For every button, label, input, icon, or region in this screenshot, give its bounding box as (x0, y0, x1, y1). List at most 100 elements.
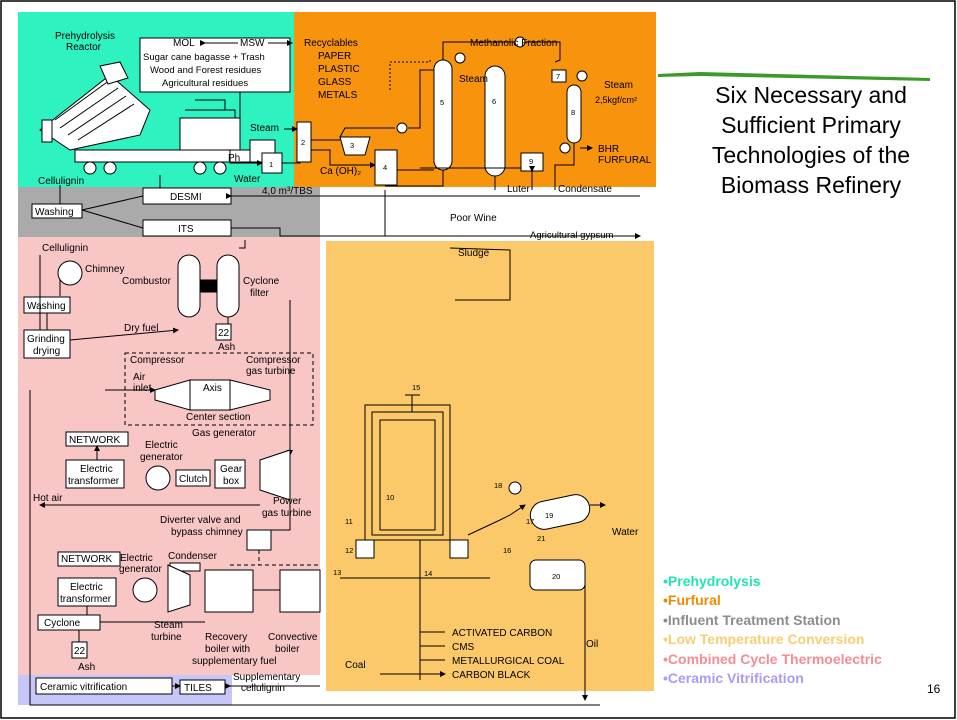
unit-number-10: 10 (386, 493, 394, 502)
diverter-box (247, 530, 271, 550)
label-diverter2: bypass chimney (171, 527, 243, 538)
label-steam-right: Steam (604, 80, 633, 91)
label-steam-top: Steam (459, 74, 488, 85)
label-coal: Coal (345, 660, 366, 671)
label-cyclone: Cyclone (44, 618, 81, 629)
label-grinding2: drying (33, 346, 60, 357)
label-cyclone-filter1: Cyclone (243, 276, 280, 287)
label-desmi: DESMI (170, 192, 202, 203)
label-elec-gen1a: Electric (145, 440, 178, 451)
label-washing2: Washing (27, 301, 66, 312)
label-flow: 4,0 m³/TBS (262, 186, 313, 197)
recovery-boiler (205, 570, 253, 612)
label-gypsum: Agricultural gypsum (530, 230, 614, 241)
title-line-2: Sufficient Primary (668, 110, 954, 140)
label-ph: Ph (228, 153, 240, 164)
label-network1: NETWORK (69, 435, 120, 446)
label-combustor: Combustor (122, 276, 172, 287)
unit-number-1: 1 (269, 160, 273, 169)
unit-number-14: 14 (424, 569, 432, 578)
label-comp-turbine2: gas turbine (246, 366, 296, 377)
label-ash2: Ash (78, 662, 95, 673)
label-gear2: box (223, 476, 239, 487)
label-reactor2: Reactor (66, 42, 102, 53)
unit-number-15: 15 (412, 383, 420, 392)
label-feed1: Sugar cane bagasse + Trash (143, 52, 265, 63)
label-cyclone-filter2: filter (250, 288, 270, 299)
unit-number-20: 20 (552, 572, 560, 581)
legend-item-combined-cycle: •Combined Cycle Thermoelectric (663, 650, 882, 669)
label-recovery2: boiler with (205, 644, 250, 655)
label-methanolic: Methanolic Fraction (470, 38, 557, 49)
label-ash1: Ash (218, 342, 235, 353)
label-elec-gen2a: Electric (120, 553, 153, 564)
label-metallurgical: METALLURGICAL COAL (452, 656, 565, 667)
unit-number-6: 6 (492, 97, 496, 106)
label-center: Center section (186, 412, 250, 423)
unit-number-2: 2 (301, 138, 305, 147)
label-condensate: Condensate (558, 184, 612, 195)
label-sludge: Sludge (458, 248, 490, 259)
label-steam-turbine2: turbine (151, 632, 182, 643)
label-mol: MOL (173, 38, 195, 49)
title-line-1: Six Necessary and (668, 80, 954, 110)
slide-title: Six Necessary and Sufficient Primary Tec… (668, 80, 954, 200)
unit-number-18: 18 (494, 481, 502, 490)
label-ceramic: Ceramic vitrification (40, 682, 127, 693)
label-glass: GLASS (318, 77, 352, 88)
page-number: 16 (927, 682, 940, 696)
label-air1: Air (133, 372, 146, 383)
label-carbon-black: CARBON BLACK (452, 670, 531, 681)
label-gear1: Gear (220, 464, 243, 475)
unit-number-12: 12 (345, 546, 353, 555)
label-its: ITS (178, 224, 194, 235)
label-recyclables: Recyclables (304, 38, 358, 49)
title-line-4: Biomass Refinery (668, 170, 954, 200)
label-clutch: Clutch (179, 474, 207, 485)
label-furfural: FURFURAL (598, 155, 652, 166)
label-comp-turbine1: Compressor (246, 355, 301, 366)
unit-number-7: 7 (556, 72, 560, 81)
unit-number-13: 13 (333, 568, 341, 577)
legend-item-treatment: •Influent Treatment Station (663, 611, 882, 630)
legend-item-prehydrolysis: •Prehydrolysis (663, 572, 882, 591)
label-supp1: Supplementary (233, 672, 300, 683)
label-recovery1: Recovery (205, 632, 247, 643)
label-cellulignin1: Cellulignin (38, 176, 84, 187)
label-bhr: BHR (598, 144, 619, 155)
label-poor-wine: Poor Wine (450, 213, 497, 224)
label-convective1: Convective (268, 632, 318, 643)
technology-legend: •Prehydrolysis •Furfural •Influent Treat… (663, 572, 882, 688)
label-gas-gen: Gas generator (192, 428, 257, 439)
label-dry-fuel: Dry fuel (124, 323, 158, 334)
legend-item-low-temperature: •Low Temperature Conversion (663, 630, 882, 649)
label-22b: 22 (74, 646, 86, 657)
unit-number-16: 16 (503, 546, 511, 555)
label-steam-left: Steam (250, 123, 279, 134)
unit-number-5: 5 (440, 98, 444, 107)
label-feed2: Wood and Forest residues (150, 65, 261, 76)
zone-low-temperature (326, 241, 654, 691)
label-compressor: Compressor (130, 355, 185, 366)
label-elec-gen1b: generator (140, 452, 183, 463)
label-plastic: PLASTIC (318, 64, 360, 75)
label-activated: ACTIVATED CARBON (452, 628, 552, 639)
label-convective2: boiler (275, 644, 300, 655)
label-power2: gas turbine (262, 508, 312, 519)
unit-number-8: 8 (571, 108, 575, 117)
label-supp2: cellulignin (241, 683, 285, 694)
chimney-circle (58, 261, 82, 285)
label-metals: METALS (318, 90, 358, 101)
label-diverter1: Diverter valve and (160, 515, 241, 526)
label-network2: NETWORK (61, 554, 112, 565)
label-oil: Oil (586, 639, 598, 650)
combustor (178, 255, 200, 317)
label-cellulignin2: Cellulignin (42, 243, 88, 254)
label-pressure: 2,5kgf/cm² (595, 95, 637, 105)
label-washing1: Washing (35, 207, 74, 218)
label-caoh: Ca (OH)₂ (320, 166, 361, 177)
label-cms: CMS (452, 642, 475, 653)
convective-boiler (280, 570, 320, 612)
title-line-3: Technologies of the (668, 140, 954, 170)
unit-number-11: 11 (345, 517, 353, 526)
